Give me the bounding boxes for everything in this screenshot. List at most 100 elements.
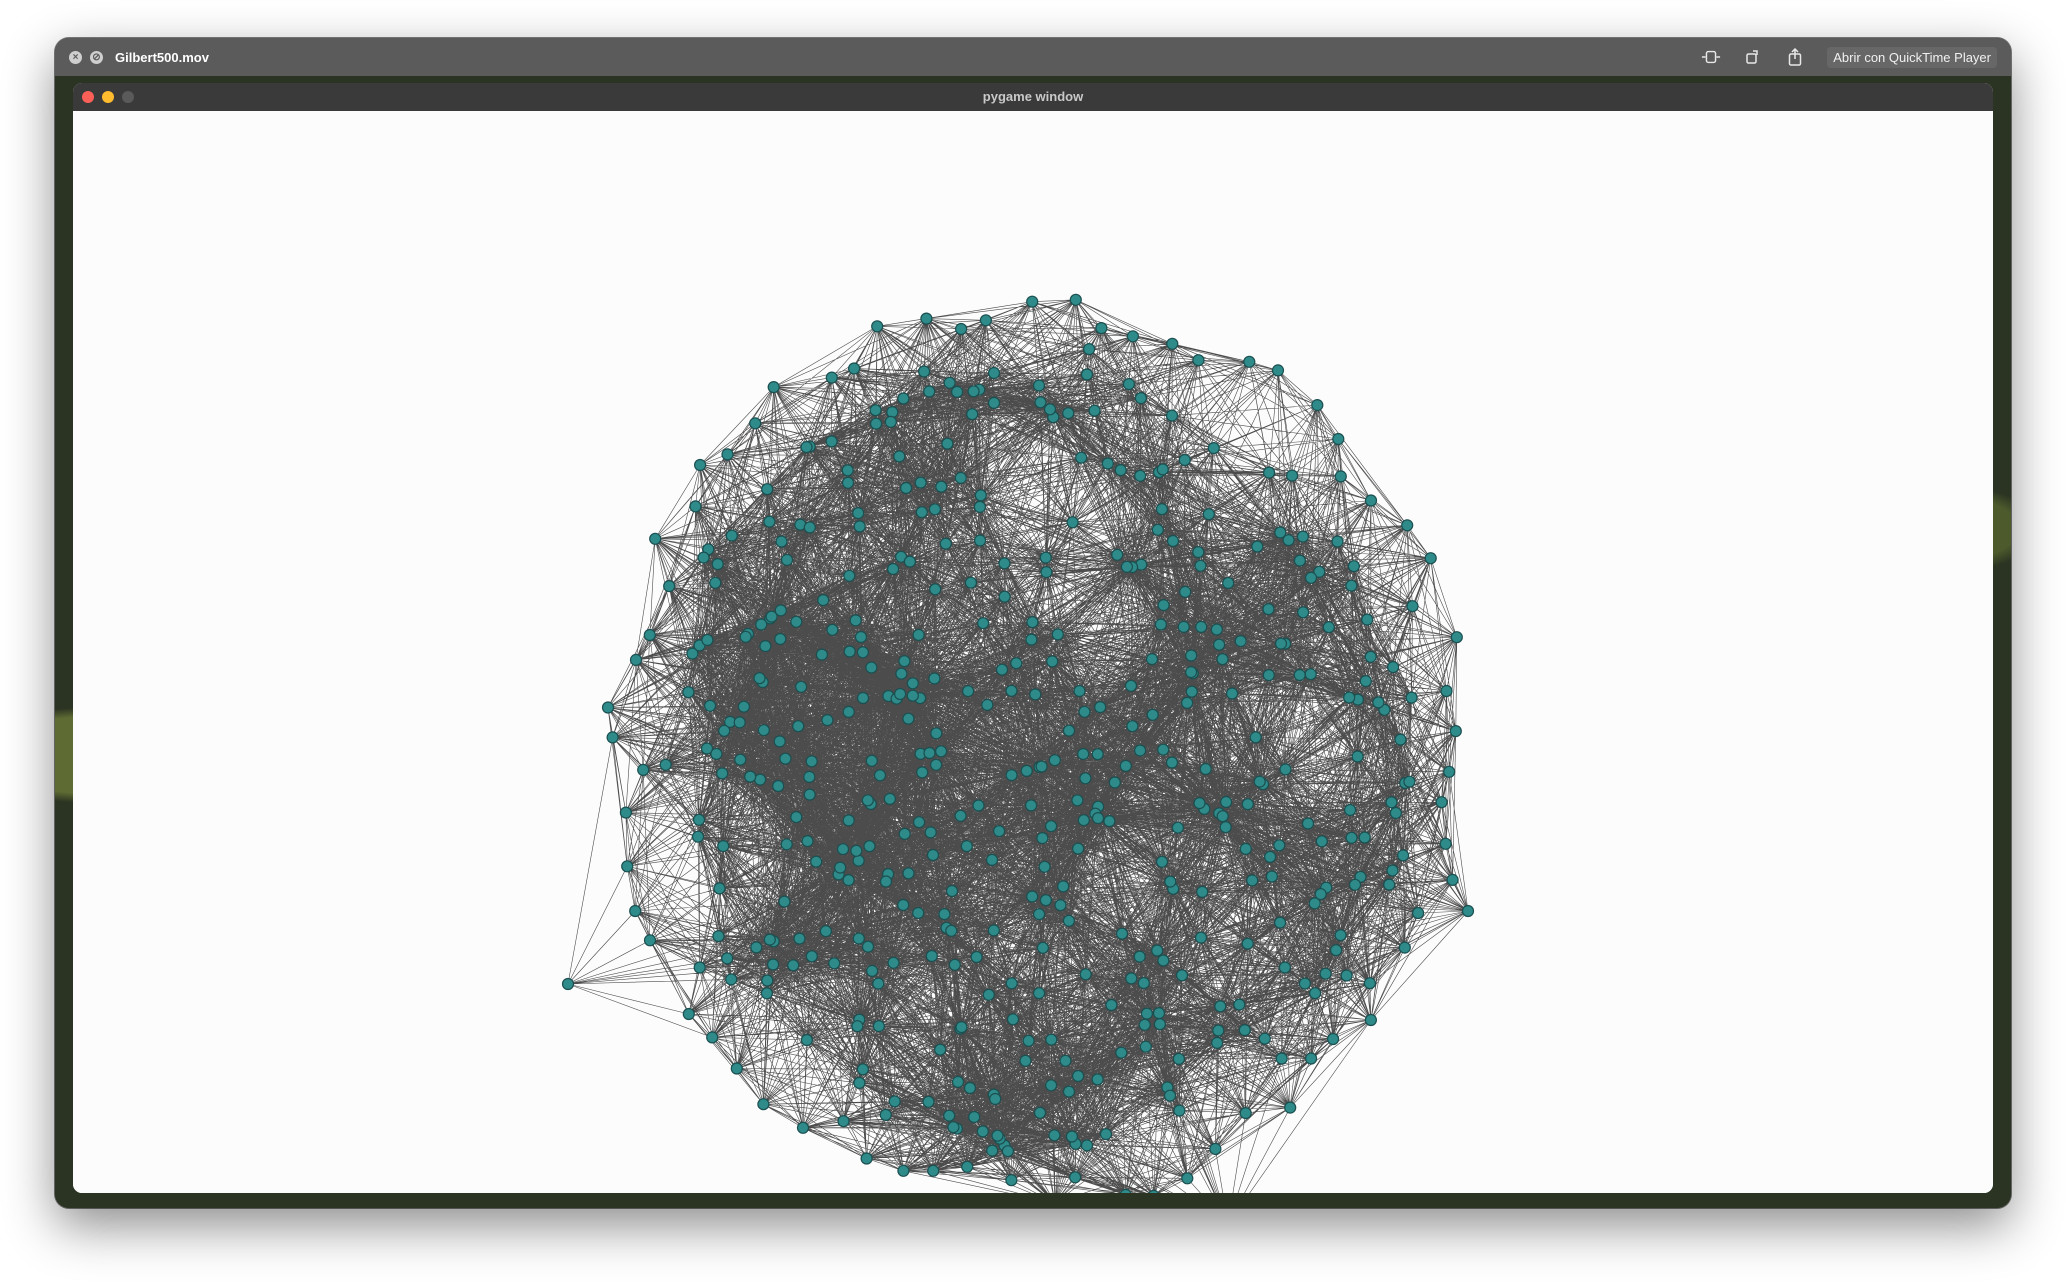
graph-node: [1345, 579, 1358, 592]
graph-node: [1080, 1139, 1094, 1152]
graph-node: [849, 614, 862, 627]
graph-node: [899, 481, 913, 495]
graph-node: [1044, 1079, 1058, 1092]
graph-nodes: [561, 293, 1475, 1193]
graph-node: [1036, 941, 1050, 954]
graph-node: [753, 773, 767, 786]
graph-node: [1071, 794, 1084, 807]
graph-node: [897, 1164, 910, 1177]
graph-node: [1194, 931, 1208, 944]
close-button[interactable]: [82, 91, 94, 103]
graph-node: [774, 604, 787, 617]
graph-node: [766, 958, 780, 971]
graph-node: [1326, 1032, 1340, 1046]
open-with-quicktime-button[interactable]: Abrir con QuickTime Player: [1827, 46, 1997, 68]
minimize-button[interactable]: [102, 91, 114, 103]
graph-node: [1372, 696, 1385, 709]
share-icon[interactable]: [1785, 47, 1805, 67]
graph-node: [945, 924, 958, 937]
graph-node: [1103, 814, 1116, 828]
graph-node: [1165, 756, 1179, 769]
zoom-button[interactable]: [122, 91, 134, 103]
graph-node: [772, 779, 785, 793]
graph-node: [1001, 1145, 1015, 1158]
graph-node: [1171, 821, 1185, 834]
graph-node: [693, 458, 707, 472]
graph-node: [1361, 613, 1374, 626]
graph-node: [717, 839, 730, 853]
graph-node: [643, 934, 657, 947]
graph-node: [847, 362, 861, 375]
graph-node: [869, 417, 883, 430]
graph-node: [888, 1095, 901, 1108]
graph-node: [663, 580, 676, 593]
graph-node: [775, 535, 788, 548]
graph-node: [1222, 576, 1235, 590]
graph-node: [753, 672, 766, 685]
graph-node: [1140, 1007, 1154, 1020]
graph-node: [1243, 355, 1256, 368]
graph-node: [1048, 1129, 1061, 1142]
graph-node: [873, 769, 887, 782]
graph-node: [1046, 655, 1059, 668]
graph-node: [721, 448, 734, 461]
graph-node: [828, 957, 841, 970]
graph-node: [1172, 1052, 1186, 1066]
graph-node: [930, 727, 943, 740]
rotate-icon[interactable]: [1743, 47, 1763, 67]
graph-node: [1157, 954, 1170, 967]
graph-node: [1298, 977, 1312, 990]
graph-node: [1233, 998, 1246, 1011]
graph-node: [643, 628, 656, 642]
graph-node: [853, 1076, 866, 1090]
graph-node: [834, 861, 847, 874]
graph-node: [686, 647, 699, 660]
graph-node: [1075, 451, 1088, 464]
trim-icon[interactable]: [1701, 47, 1721, 67]
graph-node: [1405, 691, 1418, 704]
graph-node: [883, 792, 897, 806]
graph-node: [1124, 679, 1138, 692]
graph-node: [1334, 929, 1347, 942]
graph-node: [1095, 322, 1108, 335]
graph-node: [991, 1129, 1004, 1142]
graph-node: [1079, 772, 1092, 785]
close-icon[interactable]: ×: [69, 50, 82, 64]
graph-node: [1358, 831, 1371, 844]
graph-node: [1152, 1006, 1166, 1020]
graph-node: [1054, 899, 1067, 912]
graph-node: [986, 1144, 999, 1157]
graph-node: [973, 500, 987, 513]
graph-node: [1406, 600, 1419, 613]
graph-node: [1246, 874, 1259, 887]
graph-node: [843, 645, 856, 658]
graph-node: [987, 396, 1001, 409]
pygame-window: pygame window: [73, 83, 1993, 1193]
graph-node: [893, 687, 907, 701]
graph-node: [1032, 379, 1046, 392]
graph-node: [1026, 890, 1039, 903]
graph-node: [1133, 744, 1147, 757]
graph-node: [709, 576, 722, 589]
graph-node: [912, 816, 926, 829]
graph-node: [1296, 606, 1310, 619]
graph-node: [1296, 530, 1310, 543]
graph-node: [928, 672, 941, 685]
graph-canvas[interactable]: [73, 111, 1993, 1193]
graph-node: [1207, 442, 1220, 455]
graph-node: [682, 686, 695, 699]
graph-node: [872, 977, 885, 990]
graph-node: [1273, 839, 1286, 852]
graph-node: [1219, 795, 1233, 809]
graph-node: [968, 1110, 981, 1124]
graph-node: [1313, 565, 1326, 578]
graph-node: [1099, 1127, 1113, 1141]
hide-icon[interactable]: ⊘: [90, 50, 103, 64]
graph-node: [928, 503, 942, 516]
graph-node: [1199, 762, 1212, 776]
graph-node: [1091, 1073, 1104, 1086]
graph-node: [701, 633, 714, 647]
graph-node: [1241, 798, 1254, 811]
graph-node: [1439, 837, 1452, 850]
graph-node: [1343, 803, 1357, 817]
